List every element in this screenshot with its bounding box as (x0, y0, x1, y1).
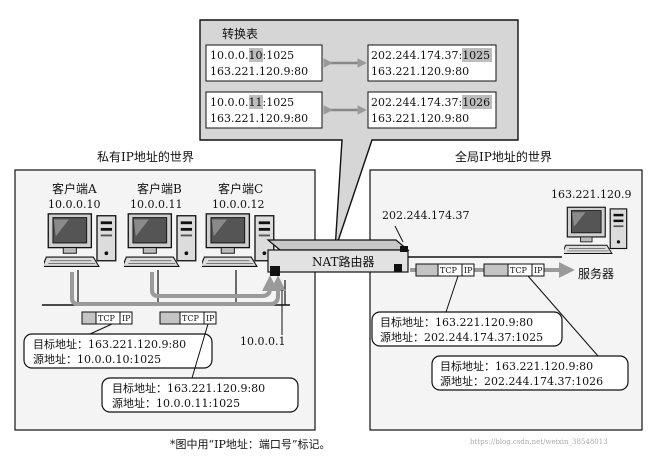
client-b: 客户端B 10.0.0.11 (124, 181, 197, 268)
private-packet-1: TCP IP (81, 311, 133, 325)
packet-ip-label: IP (464, 266, 473, 275)
port-highlight-1 (462, 48, 492, 62)
private-entry-2 (205, 91, 323, 129)
private-entry-1 (205, 44, 323, 82)
global-callout-1-dest: 目标地址：163.221.120.9:80 (380, 315, 533, 329)
translation-table-title: 转换表 (222, 26, 258, 41)
nat-router-label: NAT路由器 (312, 254, 375, 269)
callout-pointer-2 (191, 323, 209, 379)
client-b-name: 客户端B (137, 181, 182, 196)
packet-tcp-label: TCP (440, 266, 457, 275)
client-c: 客户端C 10.0.0.12 (202, 181, 275, 268)
private-callout-2 (101, 377, 299, 413)
packet-tcp-label: TCP (182, 314, 199, 323)
global-callout-2 (431, 355, 629, 391)
private-callout-1-src: 源地址：10.0.0.10:1025 (33, 352, 161, 366)
host-highlight-2 (249, 95, 263, 109)
client-c-name: 客户端C (218, 181, 263, 196)
server-computer-icon (564, 206, 628, 255)
packet-tcp-label: TCP (510, 266, 527, 275)
nat-router-icon (266, 239, 410, 276)
client-c-computer-icon (202, 213, 275, 268)
packet-ip-label: IP (206, 314, 215, 323)
router-inner-ip: 10.0.0.1 (240, 335, 285, 348)
global-world-title: 全局IP地址的世界 (455, 149, 552, 164)
port-highlight-2 (462, 95, 492, 109)
public-dest-2: 163.221.120.9:80 (371, 112, 469, 125)
private-address-1: 10.0.0.10:1025 (210, 49, 294, 62)
private-callout-1-dest: 目标地址：163.221.120.9:80 (33, 337, 186, 351)
private-callout-1 (23, 333, 213, 369)
global-callout-2-src: 源地址：202.244.174.37:1026 (440, 374, 603, 388)
client-b-ip: 10.0.0.11 (130, 198, 182, 211)
global-callout-1 (371, 311, 563, 347)
private-dest-1: 163.221.120.9:80 (210, 65, 308, 78)
private-callout-2-dest: 目标地址：163.221.120.9:80 (112, 381, 265, 395)
public-address-1: 202.244.174.37:1025 (371, 49, 490, 62)
packet-tcp-label: TCP (98, 314, 115, 323)
global-packet-2: TCP IP (483, 263, 545, 277)
private-address-2: 10.0.0.11:1025 (210, 96, 294, 109)
flow-arrow-b (150, 272, 278, 298)
watermark: https://blog.csdn.net/weixin_38548013 (470, 438, 608, 446)
footnote: *图中用“IP地址：端口号”标记。 (170, 437, 331, 451)
client-a-name: 客户端A (52, 181, 97, 196)
private-world-title: 私有IP地址的世界 (97, 149, 194, 164)
public-dest-1: 163.221.120.9:80 (371, 65, 469, 78)
private-callout-2-src: 源地址：10.0.0.11:1025 (112, 396, 240, 410)
flow-arrow-a (70, 272, 286, 306)
global-packet-1: TCP IP (415, 263, 475, 277)
global-callout-2-dest: 目标地址：163.221.120.9:80 (440, 359, 593, 373)
packet-ip-label: IP (534, 266, 543, 275)
client-a-computer-icon (44, 213, 117, 268)
client-b-computer-icon (124, 213, 197, 268)
router-outer-ip: 202.244.174.37 (382, 209, 469, 222)
global-callout-1-src: 源地址：202.244.174.37:1025 (380, 330, 543, 344)
client-a-ip: 10.0.0.10 (48, 198, 100, 211)
client-c-ip: 10.0.0.12 (212, 198, 264, 211)
private-dest-2: 163.221.120.9:80 (210, 112, 308, 125)
global-callout-pointer-2 (527, 275, 599, 357)
global-callout-pointer-1 (445, 275, 459, 313)
server-ip: 163.221.120.9 (551, 188, 631, 201)
translation-row-1: 10.0.0.10:1025 163.221.120.9:80 202.244.… (205, 44, 497, 82)
callout-pointer-1 (89, 323, 113, 335)
outer-ip-pointer (394, 225, 404, 243)
client-a: 客户端A 10.0.0.10 (44, 181, 117, 268)
server-label: 服务器 (578, 266, 614, 281)
translation-row-2: 10.0.0.11:1025 163.221.120.9:80 202.244.… (205, 91, 497, 129)
private-packet-2: TCP IP (159, 311, 217, 325)
public-address-2: 202.244.174.37:1026 (371, 96, 490, 109)
packet-ip-label: IP (122, 314, 131, 323)
host-highlight-1 (249, 48, 263, 62)
